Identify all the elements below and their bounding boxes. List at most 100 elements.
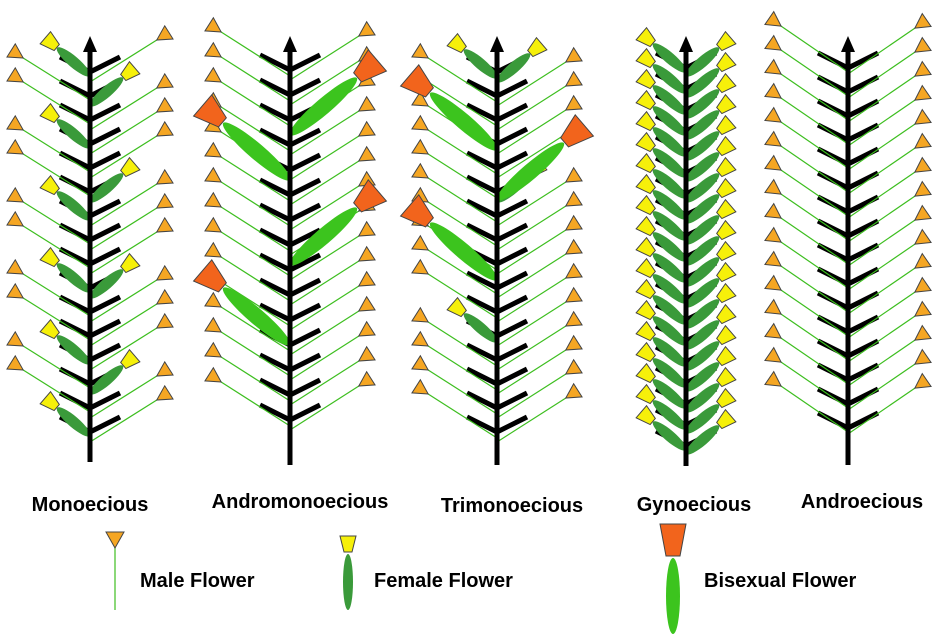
branch-right [848, 125, 878, 140]
male-flower-petal-icon [157, 218, 173, 232]
female-flower-petal-icon [636, 301, 655, 320]
female-flower-petal-icon [40, 320, 59, 339]
female-flower-petal-icon [40, 32, 59, 51]
branch-right [497, 321, 527, 336]
branch-right [290, 55, 320, 70]
branch-left [818, 101, 848, 116]
male-flower-petal-icon [412, 164, 428, 178]
male-flower-petal-icon [566, 216, 582, 230]
male-pedicel [425, 344, 497, 390]
male-pedicel [848, 50, 918, 98]
male-pedicel [848, 314, 918, 362]
male-pedicel [848, 266, 918, 314]
plant-label-gynoecious: Gynoecious [637, 494, 751, 516]
branch-right [290, 155, 320, 170]
branch-right [90, 321, 120, 336]
female-flower-petal-icon [636, 238, 655, 257]
male-pedicel [848, 194, 918, 242]
branch-left [818, 365, 848, 380]
female-flower-petal-icon [717, 389, 736, 408]
female-flower-petal-icon [717, 368, 736, 387]
branch-right [290, 405, 320, 420]
branch-right [290, 80, 320, 95]
bisexual-ovary [666, 558, 680, 634]
branch-right [497, 417, 527, 432]
male-pedicel [778, 168, 848, 216]
male-flower-petal-icon [205, 193, 221, 207]
branch-right [290, 305, 320, 320]
branch-left [467, 369, 497, 384]
male-flower-petal-icon [205, 218, 221, 232]
stem-arrow-icon [841, 36, 855, 52]
bisexual-ovary [425, 217, 502, 286]
branch-left [818, 245, 848, 260]
male-flower-petal-icon [765, 276, 781, 291]
female-flower-petal-icon [636, 133, 655, 152]
branch-right [90, 105, 120, 120]
male-flower-petal-icon [566, 384, 582, 398]
branch-right [290, 205, 320, 220]
male-pedicel [778, 72, 848, 120]
male-flower-petal-icon [566, 48, 582, 62]
branch-left [260, 180, 290, 195]
plant-trimonoecious [401, 34, 594, 465]
branch-right [848, 101, 878, 116]
branch-left [467, 417, 497, 432]
male-flower-petal-icon [359, 222, 375, 236]
female-flower-petal-icon [717, 305, 736, 324]
female-flower-petal-icon [40, 248, 59, 267]
female-flower-petal-icon [717, 284, 736, 303]
bisexual-ovary [218, 117, 295, 186]
female-ovary [343, 554, 353, 610]
captions-layer: Monoecious Andromonoecious Trimonoecious… [32, 491, 923, 517]
branch-right [290, 330, 320, 345]
male-pedicel [218, 30, 290, 76]
female-flower-petal-icon [636, 196, 655, 215]
female-flower-petal-icon [636, 91, 655, 110]
stem-arrow-icon [283, 36, 297, 52]
branch-right [848, 77, 878, 92]
male-flower-petal-icon [412, 116, 428, 130]
male-flower-petal-icon [205, 168, 221, 182]
male-flower-petal-icon [765, 252, 781, 267]
male-pedicel [425, 368, 497, 414]
male-flower-petal-icon [915, 38, 931, 53]
male-flower-petal-icon [765, 84, 781, 99]
female-flower-petal-icon [40, 104, 59, 123]
male-flower-petal-icon [359, 347, 375, 361]
branch-left [818, 389, 848, 404]
branch-right [90, 225, 120, 240]
branch-right [497, 105, 527, 120]
branch-left [467, 345, 497, 360]
female-flower-icon [340, 536, 356, 610]
branch-left [260, 55, 290, 70]
male-pedicel [848, 362, 918, 410]
male-pedicel [778, 336, 848, 384]
male-flower-petal-icon [157, 122, 173, 136]
female-flower-petal-icon [717, 326, 736, 345]
female-flower-petal-icon [340, 536, 356, 552]
branch-left [60, 321, 90, 336]
branch-right [497, 81, 527, 96]
branch-left [818, 269, 848, 284]
female-flower-petal-icon [40, 392, 59, 411]
female-flower-petal-icon [447, 34, 466, 53]
male-flower-petal-icon [412, 140, 428, 154]
male-flower-petal-icon [765, 60, 781, 75]
male-flower-petal-icon [205, 68, 221, 82]
male-flower-petal-icon [765, 300, 781, 315]
male-flower-petal-icon [157, 194, 173, 208]
male-flower-petal-icon [205, 43, 221, 57]
female-flower-petal-icon [636, 343, 655, 362]
male-flower-petal-icon [7, 140, 23, 154]
male-flower-petal-icon [205, 343, 221, 357]
male-flower-petal-icon [566, 168, 582, 182]
male-pedicel [848, 386, 918, 434]
female-flower-petal-icon [636, 70, 655, 89]
male-pedicel [425, 392, 497, 438]
branch-left [60, 393, 90, 408]
male-flower-petal-icon [915, 254, 931, 269]
male-flower-petal-icon [765, 324, 781, 339]
bisexual-flower-petal-icon [354, 180, 387, 212]
female-flower-petal-icon [717, 242, 736, 261]
